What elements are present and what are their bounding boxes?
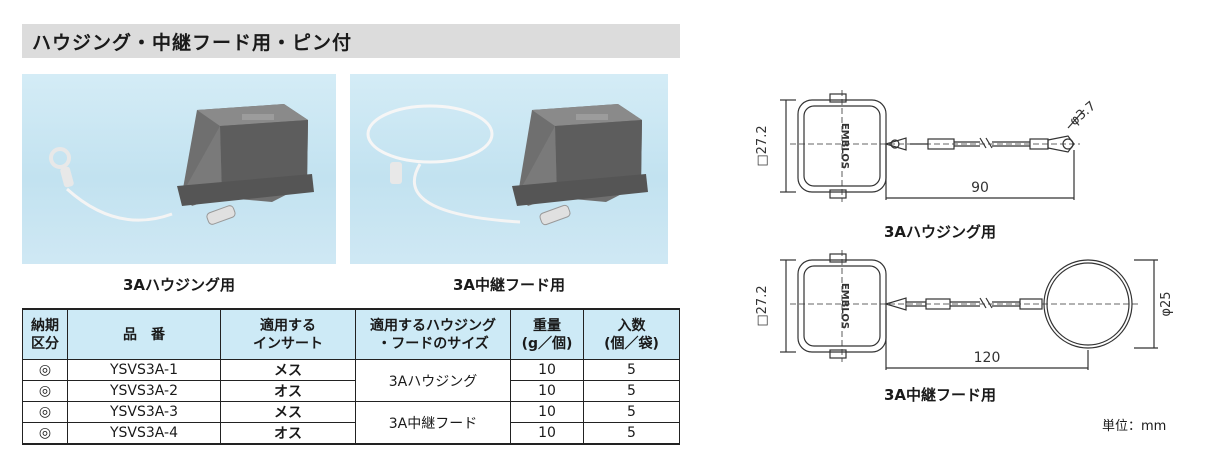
col-part-no: 品 番 [67, 308, 221, 360]
bottom-ring-dim: φ25 [1159, 291, 1174, 316]
section-title-bar: ハウジング・中継フード用・ピン付 [22, 24, 680, 58]
housing-cap-illustration [49, 104, 314, 225]
col-insert: 適用する インサート [220, 308, 356, 360]
top-length-dim: 90 [971, 180, 989, 196]
quantity: 5 [583, 359, 680, 381]
weight: 10 [510, 380, 584, 402]
bottom-square-dim: □27.2 [755, 285, 770, 326]
photo-left-caption: 3Aハウジング用 [122, 276, 236, 294]
table-row: ◎ YSVS3A-3 メス 3A中継フード 10 5 [22, 401, 680, 445]
delivery-mark: ◎ [22, 401, 68, 423]
photo-right-caption: 3A中継フード用 [452, 276, 566, 294]
top-square-dim: □27.2 [755, 125, 770, 166]
weight: 10 [510, 401, 584, 423]
bottom-logo: EMBLOS [839, 283, 850, 329]
size-group: 3Aハウジング [355, 359, 511, 402]
unit-label: 単位：mm [1102, 419, 1167, 434]
photo-housing-cap [22, 74, 336, 264]
weight: 10 [510, 422, 584, 445]
insert-type: オス [220, 380, 356, 402]
top-logo: EMBLOS [839, 123, 850, 169]
delivery-mark: ◎ [22, 380, 68, 402]
col-delivery: 納期 区分 [22, 308, 68, 360]
col-qty: 入数 (個／袋) [583, 308, 680, 360]
section-title: ハウジング・中継フード用・ピン付 [32, 32, 353, 54]
delivery-mark: ◎ [22, 359, 68, 381]
insert-type: メス [220, 401, 356, 423]
table-header-row: 納期 区分 品 番 適用する インサート 適用するハウジング ・フードのサイズ … [22, 308, 680, 360]
part-number: YSVS3A-1 [67, 359, 221, 381]
photo-hood-cap [350, 74, 668, 264]
part-number: YSVS3A-2 [67, 380, 221, 402]
spec-table: 納期 区分 品 番 適用する インサート 適用するハウジング ・フードのサイズ … [22, 308, 680, 445]
insert-type: オス [220, 422, 356, 445]
top-hole-dim: φ3.7 [1067, 99, 1099, 129]
delivery-mark: ◎ [22, 422, 68, 445]
drawing-bottom-caption: 3A中継フード用 [884, 386, 997, 404]
col-weight: 重量 (g／個) [510, 308, 584, 360]
table-row: ◎ YSVS3A-1 メス 3Aハウジング 10 5 [22, 359, 680, 402]
bottom-length-dim: 120 [974, 350, 1001, 366]
hood-cap-illustration [366, 104, 648, 226]
insert-type: メス [220, 359, 356, 381]
drawing-top-caption: 3Aハウジング用 [884, 223, 997, 241]
quantity: 5 [583, 380, 680, 402]
table-row: ◎ YSVS3A-2 オス 10 5 [22, 380, 680, 402]
part-number: YSVS3A-4 [67, 422, 221, 445]
quantity: 5 [583, 422, 680, 445]
weight: 10 [510, 359, 584, 381]
table-row: ◎ YSVS3A-4 オス 10 5 [22, 422, 680, 445]
dimension-drawings: □27.2 φ3.7 90 EMBLOS □27.2 φ25 120 EMBLO… [755, 90, 1174, 370]
size-group: 3A中継フード [355, 401, 511, 445]
quantity: 5 [583, 401, 680, 423]
part-number: YSVS3A-3 [67, 401, 221, 423]
col-size: 適用するハウジング ・フードのサイズ [355, 308, 511, 360]
